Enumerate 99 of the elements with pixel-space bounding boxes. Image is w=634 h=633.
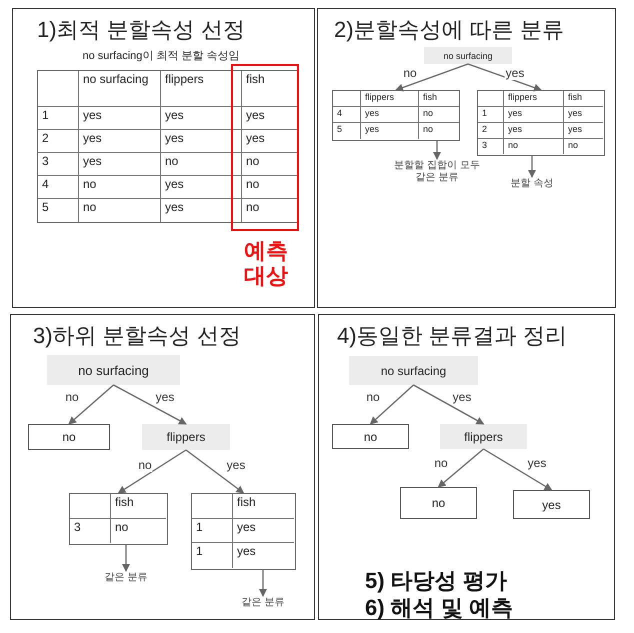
table-cell: fish <box>242 71 298 107</box>
table-cell: 1 <box>192 543 233 568</box>
leaf-node <box>513 490 590 519</box>
arrow <box>113 384 187 425</box>
step-panel <box>318 314 615 620</box>
table-cell: 3 <box>478 139 504 154</box>
table-cell: no <box>242 176 298 199</box>
table-cell: 1 <box>192 519 233 543</box>
step-panel <box>317 8 616 308</box>
decision-node <box>440 424 527 449</box>
data-table <box>191 493 296 570</box>
arrow <box>433 141 441 160</box>
table-cell: yes <box>79 130 161 153</box>
table-cell: 4 <box>38 176 79 199</box>
node-label: no <box>364 430 378 444</box>
table-cell: yes <box>242 107 298 130</box>
table-cell: 5 <box>333 123 361 139</box>
arrow <box>68 384 114 425</box>
node-label: yes <box>542 498 561 512</box>
step-panel <box>12 8 315 308</box>
table-cell: yes <box>504 123 564 139</box>
decision-node <box>47 355 180 385</box>
table-cell: yes <box>79 107 161 130</box>
table-cell: 5 <box>38 199 79 222</box>
data-table <box>477 90 605 156</box>
note-text: 분할 속성 <box>497 178 567 191</box>
arrow <box>413 384 484 425</box>
table-cell: yes <box>233 519 294 543</box>
table-cell: flippers <box>161 71 242 107</box>
table-cell: flippers <box>504 91 564 107</box>
table-cell: yes <box>161 199 242 222</box>
table-cell: yes <box>242 130 298 153</box>
node-label: flippers <box>464 430 503 444</box>
table-cell: 1 <box>38 107 79 130</box>
table-cell: flippers <box>361 91 419 107</box>
table-cell-text: yes <box>236 543 257 560</box>
data-table <box>332 90 460 141</box>
node-label: no <box>62 430 76 444</box>
table-cell: yes <box>361 123 419 139</box>
table-cell: no <box>242 153 298 176</box>
highlight-caption: 예측 대상 <box>243 238 289 289</box>
table-cell: 3 <box>38 153 79 176</box>
table-cell: fish <box>419 91 459 107</box>
table-cell: fish <box>111 494 166 519</box>
table-cell: fish <box>233 494 294 519</box>
table-cell: yes <box>504 107 564 123</box>
table-cell: 4 <box>333 107 361 123</box>
table-cell: no surfacing <box>79 71 161 107</box>
decision-node <box>349 356 478 385</box>
table-cell: no <box>161 153 242 176</box>
arrow <box>468 63 542 92</box>
node-label: no surfacing <box>443 50 493 60</box>
table-cell: yes <box>361 107 419 123</box>
table-cell: 2 <box>38 130 79 153</box>
table-cell: fish <box>564 91 603 107</box>
leaf-node <box>28 424 110 450</box>
table-cell: yes <box>161 176 242 199</box>
arrow <box>186 449 244 494</box>
table-cell: no <box>79 176 161 199</box>
note-text: 같은 분류 <box>225 597 301 611</box>
node-label: no surfacing <box>380 364 446 378</box>
table-cell-text: no <box>245 199 260 216</box>
node-label: flippers <box>166 430 206 444</box>
node-label: no surfacing <box>78 362 149 378</box>
table-cell: yes <box>564 123 603 139</box>
table-cell: 3 <box>70 519 111 543</box>
table-cell: 1 <box>478 107 504 123</box>
arrow <box>528 156 536 178</box>
arrow <box>259 570 267 597</box>
arrow <box>370 384 414 425</box>
leaf-node <box>332 424 409 449</box>
note-text: 같은 분류 <box>90 572 162 586</box>
table-cell-text: no <box>567 139 580 152</box>
decision-node <box>424 47 512 64</box>
table-cell-text: no <box>114 519 130 536</box>
table-cell: no <box>79 199 161 222</box>
arrow <box>483 448 552 491</box>
table-cell-text: no <box>422 123 434 136</box>
arrow <box>122 545 130 572</box>
subtitle-text: no surfacing이 최적 분할 속성임 <box>81 49 241 63</box>
step-text: 6) 해석 및 예측 <box>365 594 513 622</box>
table-cell: yes <box>564 107 603 123</box>
table-cell: yes <box>161 107 242 130</box>
arrow <box>118 449 186 494</box>
decision-node <box>142 424 230 450</box>
leaf-node <box>400 487 477 519</box>
arrow <box>438 448 484 488</box>
table-cell: no <box>504 139 564 154</box>
step-text: 5) 타당성 평가 <box>365 567 507 595</box>
data-table <box>69 493 168 545</box>
data-table <box>37 70 299 223</box>
note-text: 분할할 집합이 모두 같은 분류 <box>393 160 481 186</box>
node-label: no <box>432 496 446 510</box>
table-cell: 2 <box>478 123 504 139</box>
table-cell: yes <box>161 130 242 153</box>
arrow <box>395 63 468 92</box>
table-cell: no <box>419 107 459 123</box>
step-panel <box>10 314 315 620</box>
table-cell: yes <box>79 153 161 176</box>
